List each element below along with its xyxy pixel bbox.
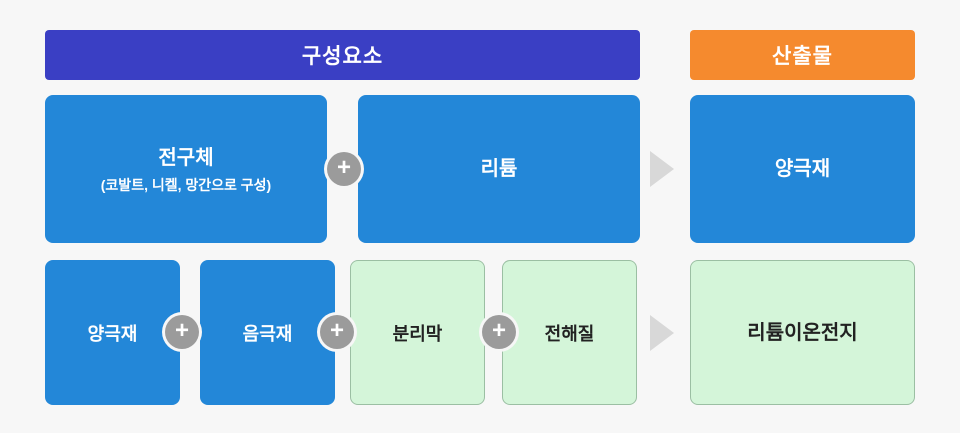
box-lithium-title: 리튬 [480,158,518,180]
arrow-right-icon [650,151,674,187]
header-output: 산출물 [690,30,915,80]
arrow-right-icon [650,315,674,351]
box-anode-material-title: 음극재 [242,323,293,344]
header-components-label: 구성요소 [301,45,384,68]
box-electrolyte: 전해질 [502,260,637,405]
box-precursor-subtitle: (코발트, 니켈, 망간으로 구성) [100,176,272,193]
header-components: 구성요소 [45,30,640,80]
box-cathode-output-title: 양극재 [774,158,831,180]
box-cathode-output: 양극재 [690,95,915,243]
box-anode-material: 음극재 [200,260,335,405]
plus-icon: + [320,315,354,349]
box-precursor: 전구체 (코발트, 니켈, 망간으로 구성) [45,95,327,243]
box-lithium: 리튬 [358,95,640,243]
box-separator: 분리막 [350,260,485,405]
box-electrolyte-title: 전해질 [544,323,595,344]
header-output-label: 산출물 [772,45,833,68]
plus-icon: + [165,315,199,349]
box-cathode-material-title: 양극재 [87,323,138,344]
plus-icon: + [327,152,361,186]
box-battery-output-title: 리튬이온전지 [747,321,858,344]
box-separator-title: 분리막 [392,323,443,344]
box-precursor-title: 전구체 [158,146,214,169]
box-cathode-material: 양극재 [45,260,180,405]
box-battery-output: 리튬이온전지 [690,260,915,405]
plus-icon: + [482,315,516,349]
